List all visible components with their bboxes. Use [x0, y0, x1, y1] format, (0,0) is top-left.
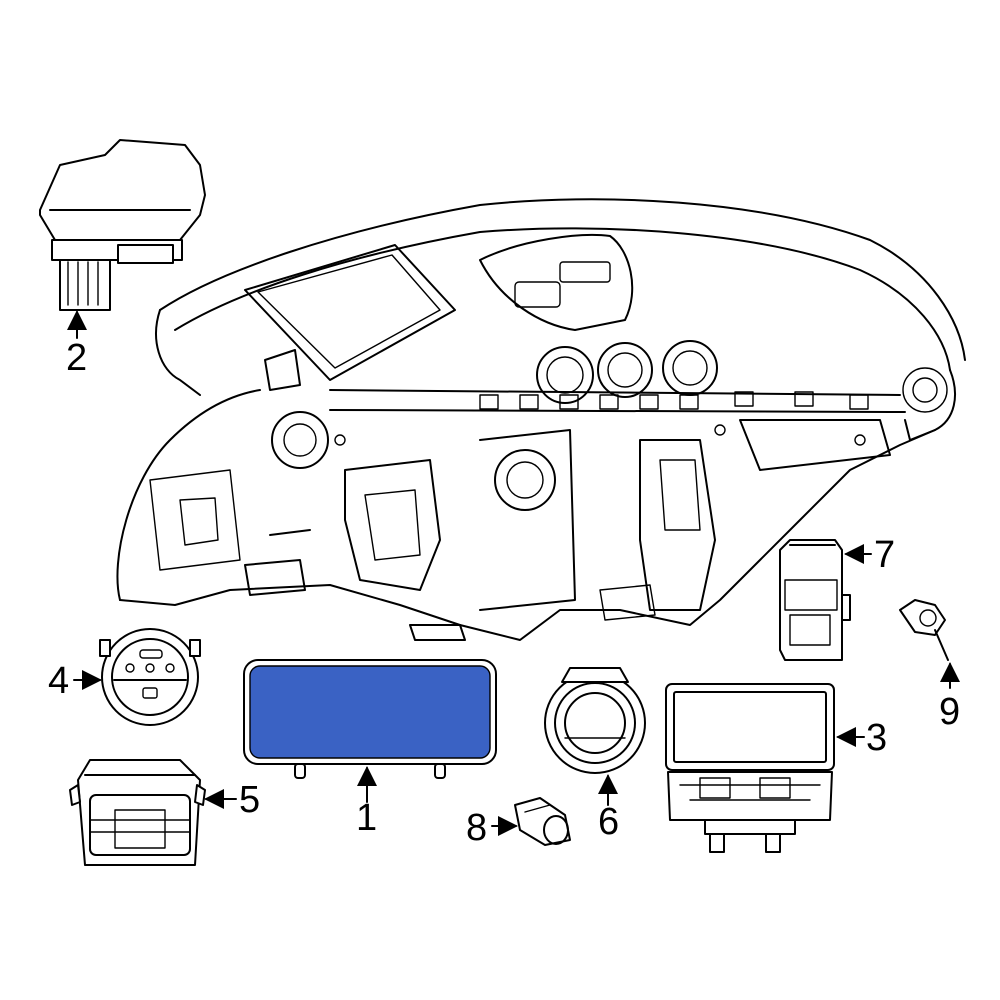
callout-9: 9 — [939, 691, 960, 733]
callout-labels: 1 2 3 4 5 6 7 8 9 — [48, 337, 960, 849]
part-1-display — [243, 659, 497, 779]
callout-2: 2 — [66, 337, 87, 379]
callout-5: 5 — [239, 779, 260, 821]
callout-arrows — [67, 310, 960, 836]
part-7-module — [779, 539, 851, 661]
instrument-panel-frame — [116, 198, 966, 641]
part-5-vent — [69, 759, 206, 866]
part-9-sensor — [899, 599, 949, 661]
part-1-display-highlight — [249, 665, 491, 759]
part-6-vent — [544, 667, 646, 774]
callout-4: 4 — [48, 660, 69, 702]
callout-6: 6 — [598, 801, 619, 843]
callout-1: 1 — [356, 797, 377, 839]
callout-7: 7 — [874, 534, 895, 576]
part-2-module — [39, 139, 206, 311]
part-8-sensor — [514, 797, 571, 846]
part-4-switch — [99, 628, 201, 726]
callout-3: 3 — [866, 717, 887, 759]
callout-8: 8 — [466, 807, 487, 849]
part-3-display — [665, 683, 835, 853]
